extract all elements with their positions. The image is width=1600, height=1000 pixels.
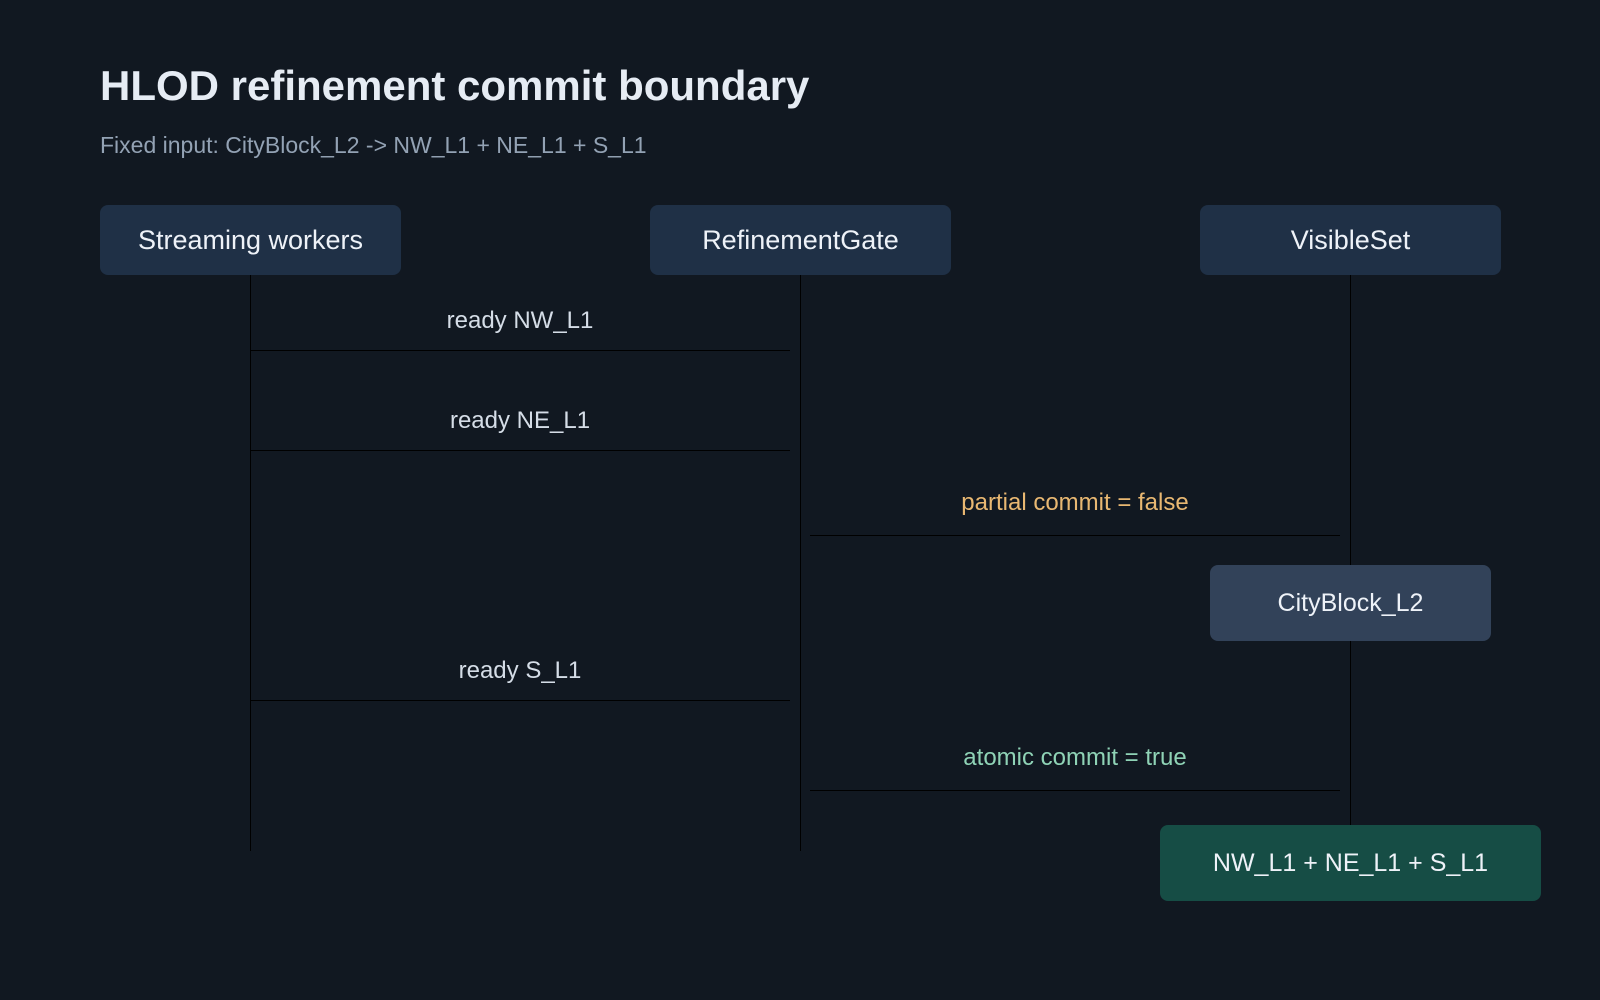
lifeline-streaming-workers	[250, 275, 251, 851]
message-ready-nw-label: ready NW_L1	[446, 307, 594, 334]
message-ready-ne-arrow	[250, 450, 790, 451]
message-ready-nw-arrow	[250, 350, 790, 351]
diagram-title: HLOD refinement commit boundary	[100, 62, 810, 109]
message-atomic-commit-label: atomic commit = true	[963, 744, 1187, 771]
participant-refinement-gate: RefinementGate	[650, 205, 951, 275]
message-atomic-commit-arrow	[810, 790, 1340, 791]
message-partial-commit-label: partial commit = false	[961, 489, 1189, 516]
lifeline-refinement-gate	[800, 275, 801, 851]
message-partial-commit-arrow	[810, 535, 1340, 536]
lifeline-visible-set	[1350, 275, 1351, 826]
diagram-subtitle: Fixed input: CityBlock_L2 -> NW_L1 + NE_…	[100, 132, 647, 158]
state-cityblock-l2: CityBlock_L2	[1210, 565, 1491, 641]
participant-visible-set: VisibleSet	[1200, 205, 1501, 275]
state-refined-children: NW_L1 + NE_L1 + S_L1	[1160, 825, 1541, 901]
message-ready-s-label: ready S_L1	[458, 657, 582, 684]
participant-streaming-workers: Streaming workers	[100, 205, 401, 275]
message-ready-ne-label: ready NE_L1	[449, 407, 591, 434]
message-ready-s-arrow	[250, 700, 790, 701]
